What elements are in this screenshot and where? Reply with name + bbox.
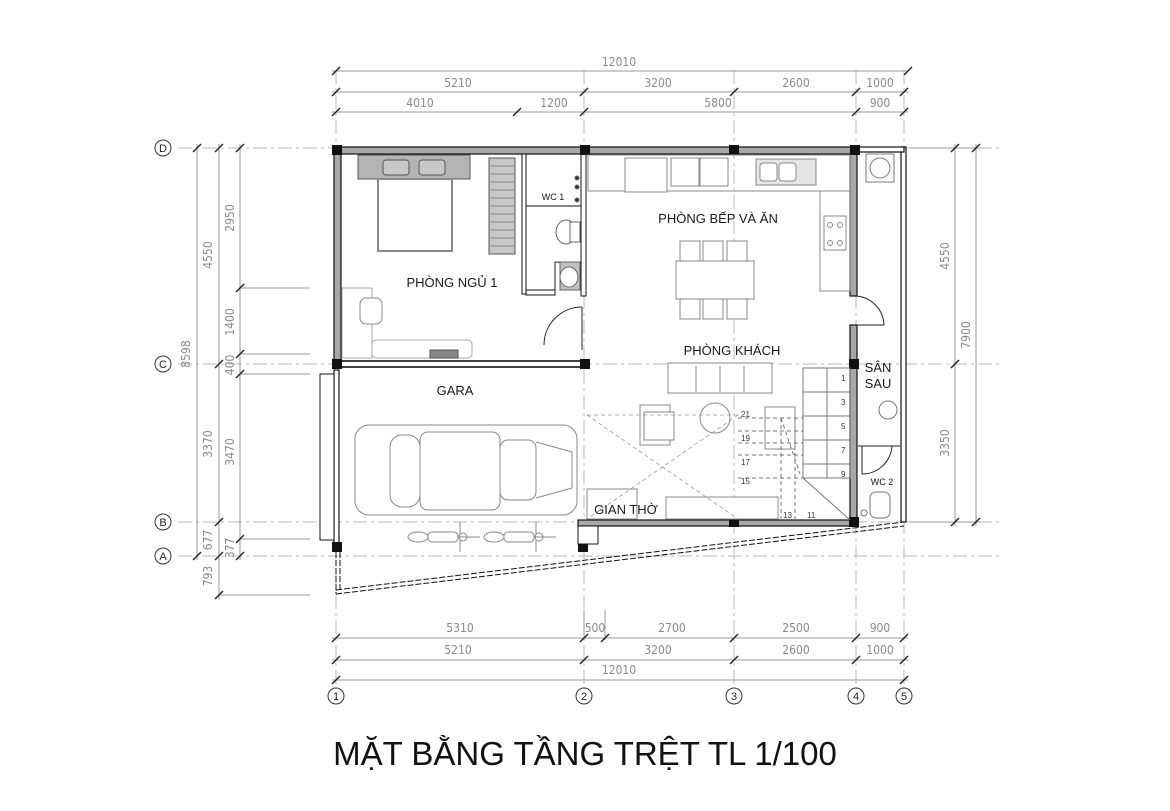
dim-bot-r1-1: 500 [585,621,606,635]
grid-bubble-5: 5 [895,687,913,705]
dim-bot-overall: 12010 [602,663,636,677]
furniture-wc1 [555,175,581,291]
dim-left-mid-1: 677 [201,530,215,551]
dim-bot-r2-2: 2600 [782,643,810,657]
grid-bubble-B: B [154,513,172,531]
svg-text:9: 9 [841,470,846,479]
grid-bubble-1: 1 [327,687,345,705]
room-label-bedroom: PHÒNG NGỦ 1 [406,275,497,290]
dim-left-inner-3: 377 [223,538,237,559]
svg-text:13: 13 [783,511,792,520]
svg-text:4: 4 [853,691,859,703]
dim-bot-r1-3: 2500 [782,621,810,635]
svg-text:17: 17 [741,458,750,467]
svg-text:5: 5 [841,422,846,431]
svg-text:3: 3 [841,398,846,407]
dim-left-outer-1: 3370 [201,430,215,458]
dimensions-bottom [331,610,909,685]
dim-left-mid-0: 400 [223,355,237,376]
dimensions-left [192,143,310,600]
property-line [335,521,905,595]
svg-text:5: 5 [901,691,907,703]
furniture-bedroom [341,154,516,359]
dim-bot-r1-4: 900 [870,621,891,635]
furniture-kitchen [587,154,851,320]
dim-top-r1-0: 5210 [444,76,472,90]
dim-top-r2-1: 1200 [540,96,568,110]
furniture-backyard [860,153,898,519]
dim-left-inner-0: 2950 [223,204,237,232]
stair-step-numbers: 1 3 5 7 9 11 13 15 17 19 21 [741,374,846,520]
dim-top-r1-2: 2600 [782,76,810,90]
dim-top-r1-3: 1000 [866,76,894,90]
doors [543,261,900,475]
room-label-altar: GIAN THỜ [594,502,658,517]
dim-bot-r2-3: 1000 [866,643,894,657]
dimensions-right [910,143,981,527]
motorbikes [407,522,556,552]
room-label-wc2: WC 2 [871,477,894,487]
drawing-title: MẶT BẰNG TẦNG TRỆT TL 1/100 [333,735,837,772]
grid-bubble-A: A [154,547,172,565]
dim-top-r2-0: 4010 [406,96,434,110]
grid-bubble-2: 2 [575,687,593,705]
grid-bubble-D: D [154,139,172,157]
car [354,424,578,516]
room-label-living: PHÒNG KHÁCH [684,343,781,358]
svg-text:1: 1 [333,691,339,703]
dim-right-inner-1: 3350 [938,429,952,457]
room-label-backyard-1: SÂN [865,360,892,375]
dim-top-r1-1: 3200 [644,76,672,90]
dim-bot-r1-2: 2700 [658,621,686,635]
dimensions-top [331,66,913,117]
grid-bubble-C: C [154,355,172,373]
svg-text:A: A [159,551,167,563]
room-label-kitchen: PHÒNG BẾP VÀ ĂN [658,211,778,226]
svg-text:D: D [159,143,167,155]
svg-text:15: 15 [741,477,750,486]
svg-text:B: B [159,517,166,529]
grid-bubbles-vertical: 1 2 3 4 5 [327,687,913,705]
dim-top-r2-2: 5800 [704,96,732,110]
dim-left-outer-0: 4550 [201,241,215,269]
room-label-garage: GARA [437,383,474,398]
walls [319,145,907,552]
svg-text:11: 11 [807,511,816,520]
grid-bubbles-horizontal: D C B A [154,139,172,565]
grid-bubble-3: 3 [725,687,743,705]
svg-text:21: 21 [741,410,750,419]
room-label-wc1: WC 1 [542,192,565,202]
dim-right-inner-0: 4550 [938,242,952,270]
void-opening [586,414,739,520]
dim-top-overall: 12010 [602,55,636,69]
furniture-living [586,362,796,520]
svg-text:C: C [159,359,167,371]
svg-text:1: 1 [841,374,846,383]
svg-text:19: 19 [741,434,750,443]
dim-bot-r2-1: 3200 [644,643,672,657]
dim-left-mid-2: 793 [201,566,215,587]
dim-bot-r2-0: 5210 [444,643,472,657]
dim-right-outer: 7900 [959,321,973,349]
dim-left-inner-2: 3470 [223,438,237,466]
dim-left-outer-total: 8598 [179,340,193,368]
staircase [738,367,851,521]
svg-text:3: 3 [731,691,737,703]
dim-left-inner-1: 1400 [223,308,237,336]
dim-top-r2-3: 900 [870,96,891,110]
room-label-backyard-2: SAU [865,376,892,391]
grid-bubble-4: 4 [847,687,865,705]
svg-text:2: 2 [581,691,587,703]
dim-bot-r1-0: 5310 [446,621,474,635]
svg-text:7: 7 [841,446,846,455]
